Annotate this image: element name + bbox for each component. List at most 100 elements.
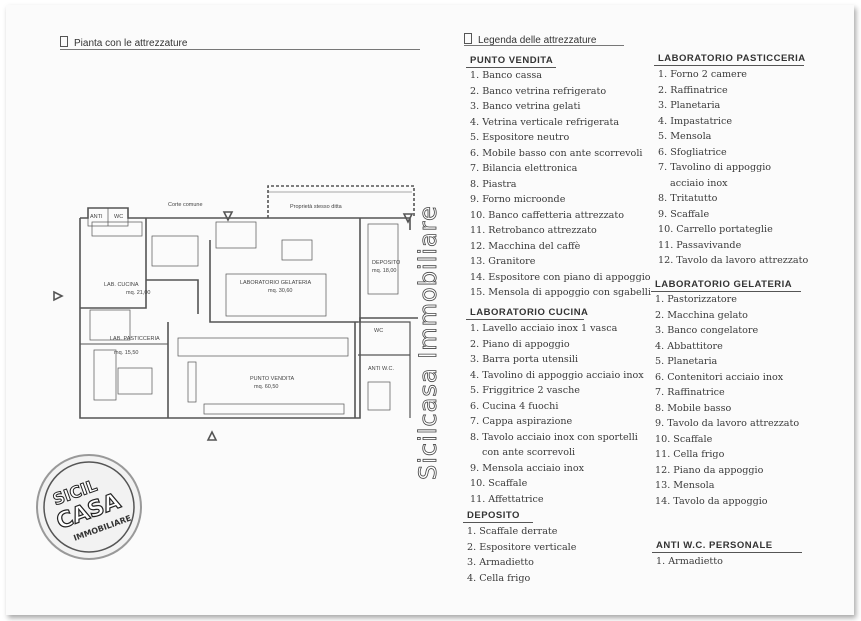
section-title-punto-vendita: PUNTO VENDITA	[470, 55, 554, 66]
legend-item: 1. Armadietto	[656, 556, 723, 567]
legend-item: 6. Contenitori acciaio inox	[655, 371, 784, 383]
legend-item: 11. Affettatrice	[470, 493, 544, 505]
right-header-rule	[464, 45, 624, 46]
right-header-text: Legenda delle attrezzature	[478, 35, 597, 46]
watermark-text: Sicilcasa Immobiliare	[414, 205, 442, 480]
legend-item: 14. Espositore con piano di appoggio	[470, 271, 651, 283]
legend-item: 13. Mensola	[655, 480, 715, 491]
plan-label-punto-vendita: PUNTO VENDITA	[250, 376, 294, 382]
legend-item: 9. Forno microonde	[470, 194, 566, 205]
document-sheet	[6, 5, 854, 615]
section-title-lab-cucina: LABORATORIO CUCINA	[470, 307, 589, 318]
left-header-text: Pianta con le attrezzature	[74, 38, 188, 49]
legend-item: 3. Banco congelatore	[655, 325, 759, 336]
section-title-anti-wc: ANTI W.C. PERSONALE	[656, 540, 773, 551]
section-title-deposito: DEPOSITO	[467, 510, 520, 521]
legend-lab-gelateria: 1. Pastorizzatore 2. Macchina gelato 3. …	[655, 292, 799, 509]
legend-item: 10. Scaffale	[655, 433, 713, 445]
left-header-rule	[60, 49, 420, 50]
plan-area-lab-gelateria: mq. 30,60	[268, 288, 292, 294]
legend-item: 15. Mensola di appoggio con sgabelli	[470, 287, 651, 298]
section-rule	[651, 291, 801, 292]
legend-item: 10. Banco caffetteria attrezzato	[470, 209, 625, 221]
legend-item: 12. Piano da appoggio	[655, 464, 764, 476]
legend-item: 11. Cella frigo	[655, 449, 725, 460]
legend-item: 8. Piastra	[470, 178, 517, 190]
legend-item: 5. Mensola	[658, 131, 712, 142]
section-rule	[463, 522, 533, 523]
legend-item: 8. Mobile basso	[655, 402, 732, 414]
legend-item: 9. Tavolo da lavoro attrezzato	[655, 418, 800, 429]
floor-plan: Corte comune Proprietà stesso ditta ANTI…	[53, 185, 418, 441]
right-header: Legenda delle attrezzature	[464, 33, 596, 46]
checkbox-icon	[464, 33, 472, 44]
legend-item: acciaio inox	[670, 177, 728, 189]
plan-label-anti: ANTI	[90, 214, 103, 220]
plan-area-deposito: mq. 18,00	[372, 268, 396, 274]
legend-item: 6. Cucina 4 fuochi	[470, 400, 559, 412]
legend-item: 3. Banco vetrina gelati	[470, 101, 581, 112]
legend-item: 7. Cappa aspirazione	[470, 416, 573, 427]
section-rule	[652, 552, 802, 553]
plan-area-lab-pasticceria: mq. 15,50	[114, 350, 138, 356]
legend-item: 5. Planetaria	[655, 356, 718, 367]
legend-item: 5. Friggitrice 2 vasche	[470, 385, 580, 396]
legend-item: 6. Sfogliatrice	[658, 146, 727, 158]
legend-item: con ante scorrevoli	[482, 447, 576, 458]
plan-area-lab-cucina: mq. 21,00	[126, 290, 150, 296]
legend-item: 10. Carrello portateglie	[658, 224, 773, 235]
section-title-lab-gelateria: LABORATORIO GELATERIA	[655, 279, 793, 290]
legend-item: 3. Armadietto	[467, 557, 534, 568]
legend-item: 9. Mensola acciaio inox	[470, 462, 585, 474]
section-rule	[654, 65, 804, 66]
legend-deposito: 1. Scaffale derrate 2. Espositore vertic…	[467, 524, 576, 586]
checkbox-icon	[60, 36, 68, 47]
legend-item: 2. Piano di appoggio	[470, 338, 570, 350]
legend-item: 4. Vetrina verticale refrigerata	[470, 116, 620, 128]
legend-item: 6. Mobile basso con ante scorrevoli	[470, 147, 643, 159]
legend-item: 1. Lavello acciaio inox 1 vasca	[470, 323, 618, 334]
legend-item: 7. Bilancia elettronica	[470, 163, 578, 174]
legend-item: 12. Macchina del caffè	[470, 240, 581, 252]
plan-label-lab-pasticceria: LAB. PASTICCERIA	[110, 336, 160, 342]
legend-item: 9. Scaffale	[658, 208, 710, 220]
left-header: Pianta con le attrezzature	[60, 36, 187, 49]
legend-item: 4. Cella frigo	[467, 572, 531, 584]
plan-label-deposito: DEPOSITO	[372, 260, 401, 266]
plan-label-lab-cucina: LAB. CUCINA	[104, 282, 139, 288]
legend-item: 7. Raffinatrice	[655, 387, 725, 398]
legend-item: 5. Espositore neutro	[470, 132, 570, 143]
legend-item: 11. Passavivande	[658, 239, 742, 251]
legend-item: 1. Banco cassa	[470, 70, 543, 81]
legend-lab-cucina: 1. Lavello acciaio inox 1 vasca 2. Piano…	[470, 321, 644, 507]
plan-label-wc2: WC	[374, 328, 383, 334]
legend-item: 13. Granitore	[470, 256, 536, 267]
legend-item: 3. Barra porta utensili	[470, 354, 579, 365]
legend-item: 1. Pastorizzatore	[655, 294, 737, 305]
watermark: Sicilcasa Immobiliare	[414, 205, 443, 481]
legend-item: 2. Banco vetrina refrigerato	[470, 85, 607, 97]
legend-lab-pasticceria: 1. Forno 2 camere 2. Raffinatrice 3. Pla…	[658, 67, 808, 269]
legend-item: 10. Scaffale	[470, 478, 528, 489]
legend-item: 4. Abbattitore	[655, 340, 723, 352]
legend-item: 7. Tavolino di appoggio	[658, 162, 772, 173]
legend-item: 1. Scaffale derrate	[467, 526, 558, 537]
legend-item: 12. Tavolo da lavoro attrezzato	[658, 255, 809, 266]
plan-label-wc: WC	[114, 214, 123, 220]
sicilcasa-logo: SICIL CASA IMMOBILIARE	[36, 454, 142, 560]
plan-label-proprieta: Proprietà stesso ditta	[290, 204, 343, 210]
plan-label-lab-gelateria: LABORATORIO GELATERIA	[240, 280, 312, 286]
legend-item: 3. Planetaria	[658, 100, 721, 111]
legend-item: 2. Espositore verticale	[467, 541, 577, 553]
legend-item: 2. Macchina gelato	[655, 309, 748, 321]
legend-item: 11. Retrobanco attrezzato	[470, 225, 597, 236]
legend-punto-vendita: 1. Banco cassa 2. Banco vetrina refriger…	[470, 68, 651, 301]
legend-item: 8. Tritatutto	[658, 193, 718, 204]
legend-item: 2. Raffinatrice	[658, 84, 728, 96]
section-title-lab-pasticceria: LABORATORIO PASTICCERIA	[658, 53, 806, 64]
legend-item: 4. Tavolino di appoggio acciaio inox	[470, 369, 644, 381]
plan-area-punto-vendita: mq. 60,50	[254, 384, 278, 390]
legend-item: 8. Tavolo acciaio inox con sportelli	[470, 431, 638, 443]
legend-item: 1. Forno 2 camere	[658, 69, 747, 80]
section-rule	[466, 67, 556, 68]
